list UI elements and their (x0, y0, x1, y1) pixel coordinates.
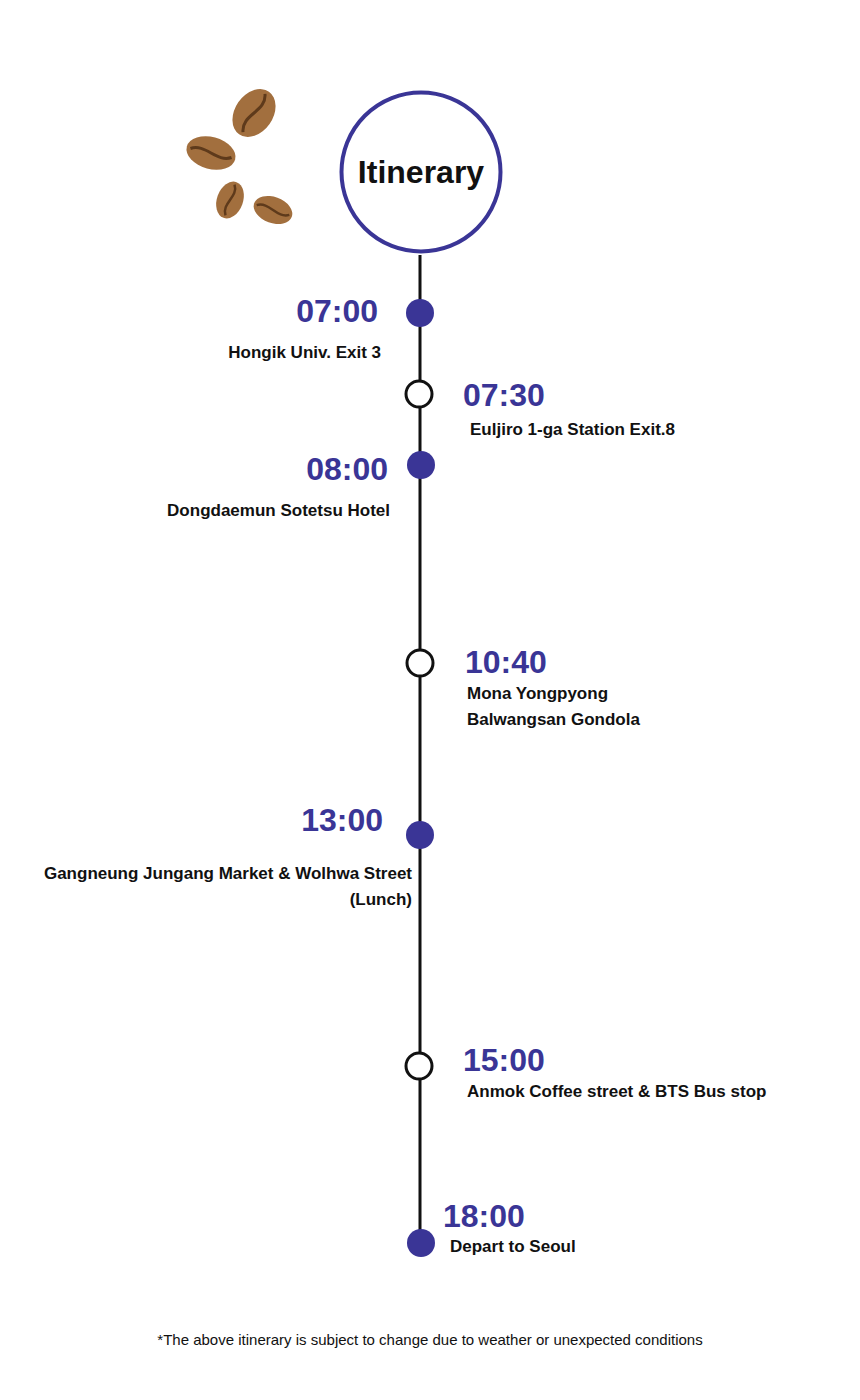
timeline-dots (406, 299, 435, 1257)
time-label: 18:00 (443, 1197, 525, 1235)
stop-label: Gangneung Jungang Market & Wolhwa Street… (4, 861, 412, 913)
stop-label: Anmok Coffee street & BTS Bus stop (467, 1082, 766, 1102)
stop-label: Hongik Univ. Exit 3 (228, 343, 381, 363)
footnote: *The above itinerary is subject to chang… (0, 1330, 860, 1350)
time-label: 08:00 (306, 450, 388, 488)
coffee-beans (183, 81, 297, 229)
title-text: Itinerary (358, 154, 484, 191)
time-label: 10:40 (465, 643, 547, 681)
time-label: 15:00 (463, 1041, 545, 1079)
stop-label: Mona Yongpyong Balwangsan Gondola (467, 681, 672, 733)
title-circle: Itinerary (339, 90, 503, 254)
stop-label: Euljiro 1-ga Station Exit.8 (470, 420, 675, 440)
time-label: 13:00 (301, 801, 383, 839)
time-label: 07:30 (463, 376, 545, 414)
stop-label: Depart to Seoul (450, 1237, 576, 1257)
stop-label: Dongdaemun Sotetsu Hotel (167, 501, 390, 521)
time-label: 07:00 (296, 292, 378, 330)
